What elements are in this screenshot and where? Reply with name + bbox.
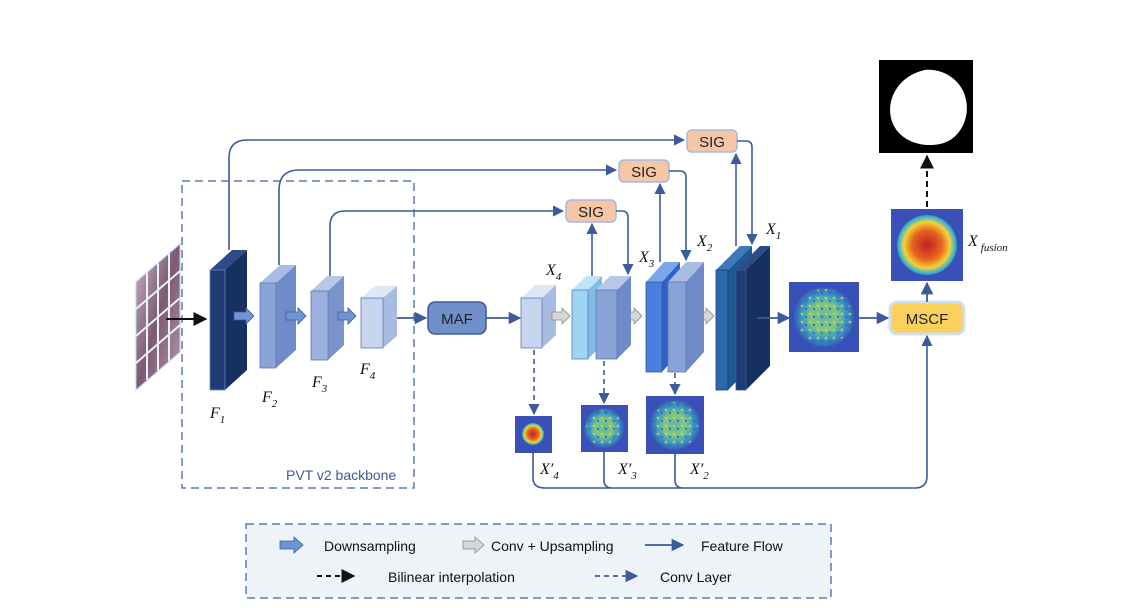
label-f4: F4 (359, 361, 376, 382)
sig-bottom-label: SIG (578, 204, 604, 221)
maf-label: MAF (441, 311, 473, 328)
backbone-title: PVT v2 backbone (286, 467, 396, 483)
label-f3: F3 (311, 374, 328, 395)
x4-block (520, 285, 556, 349)
legend-conv-upsampling-icon (462, 536, 485, 554)
legend-box (245, 523, 832, 599)
x3-prime-heatmap (581, 405, 628, 452)
x2-block (645, 262, 704, 373)
x3-block (571, 276, 631, 360)
legend: Downsampling Conv + Upsampling Feature F… (245, 523, 832, 599)
input-image (135, 242, 181, 392)
x1-heatmap (789, 282, 859, 352)
downsampling-arrow (233, 307, 357, 325)
sig-middle-label: SIG (631, 164, 657, 181)
x1-block (715, 246, 770, 391)
label-x4: X4 (545, 262, 562, 283)
legend-feature-flow: Feature Flow (701, 538, 784, 554)
backbone-box (181, 180, 415, 489)
legend-conv-upsampling: Conv + Upsampling (491, 538, 614, 554)
legend-downsampling: Downsampling (324, 538, 416, 554)
f2-block (259, 265, 296, 369)
conv-layer-arrows (528, 350, 681, 416)
fusion-heatmap (891, 209, 963, 281)
legend-bilinear: Bilinear interpolation (388, 569, 515, 585)
mscf-label: MSCF (906, 311, 949, 328)
label-f1: F1 (209, 405, 225, 426)
legend-downsampling-icon (279, 536, 304, 554)
output-mask (879, 60, 973, 153)
f3-block (310, 276, 344, 361)
label-x4-prime: X′4 (539, 461, 559, 482)
f4-block (360, 286, 397, 349)
label-x3-prime: X′3 (617, 461, 637, 482)
label-f2: F2 (261, 389, 278, 410)
label-x3: X3 (638, 249, 655, 270)
label-x2-prime: X′2 (689, 461, 709, 482)
legend-conv-layer: Conv Layer (660, 569, 732, 585)
sig-top-label: SIG (699, 134, 725, 151)
label-x2: X2 (696, 233, 713, 254)
side-output-flows (532, 334, 933, 489)
x4-prime-heatmap (515, 416, 552, 453)
skip-connections (228, 134, 758, 276)
label-x1: X1 (765, 221, 781, 242)
x2-prime-heatmap (646, 396, 704, 454)
